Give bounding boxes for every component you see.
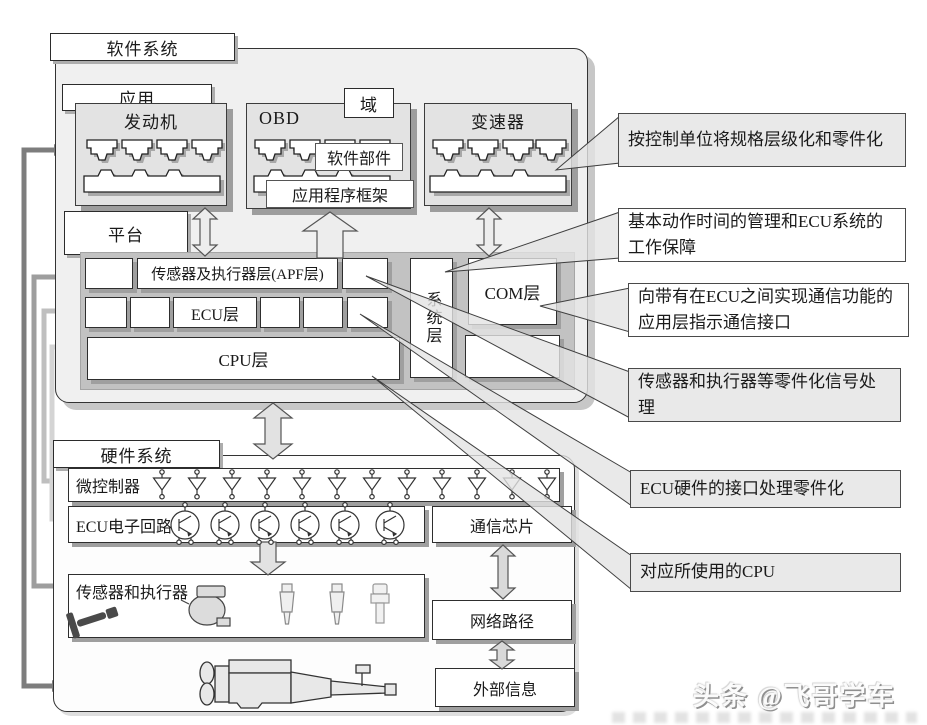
comm-chip-box: 通信芯片 (432, 506, 572, 543)
annotation-comm-interface: 向带有在ECU之间实现通信功能的应用层指示通信接口 (628, 283, 909, 337)
ecu-cell (347, 297, 388, 328)
apf-cell (85, 258, 133, 289)
sensors-actuators-label: 传感器和执行器 (76, 585, 189, 602)
annotation-spec-layering: 按控制单位将规格层级化和零件化 (618, 113, 906, 167)
hardware-system-label: 硬件系统 (53, 440, 220, 468)
annotation-ecu-hw-interface: ECU硬件的接口处理零件化 (630, 470, 901, 508)
annotation-cpu-used: 对应所使用的CPU (630, 553, 901, 592)
ecu-circuit-row: ECU电子回路 (68, 506, 425, 543)
application-framework-label: 应用程序框架 (266, 180, 414, 208)
software-component-label: 软件部件 (315, 143, 403, 171)
com-sub-box (465, 335, 560, 378)
transmission-domain-title: 变速器 (471, 113, 525, 132)
ecu-cell (130, 297, 170, 328)
annotation-signal-processing: 传感器和执行器等零件化信号处理 (628, 368, 901, 422)
transmission-domain-block: 变速器 (424, 103, 572, 206)
ecu-cell (85, 297, 127, 328)
system-layer-label: 系统层 (423, 291, 441, 345)
engine-domain-block: 发动机 (75, 103, 227, 206)
external-info-box: 外部信息 (435, 668, 575, 707)
engine-domain-title: 发动机 (124, 113, 178, 132)
watermark-text: 头条 @飞哥学车 (693, 682, 896, 711)
network-path-box: 网络路径 (432, 600, 572, 640)
domain-label: 域 (344, 88, 394, 118)
cpu-layer-label: CPU层 (87, 337, 400, 380)
system-layer-box: 系统层 (410, 258, 453, 378)
apf-layer-label: 传感器及执行器层(APF层) (137, 258, 338, 289)
sensors-actuators-row: 传感器和执行器 (68, 574, 425, 638)
microcontroller-label: 微控制器 (76, 479, 141, 496)
annotation-basic-operation: 基本动作时间的管理和ECU系统的工作保障 (618, 208, 906, 262)
obd-domain-title: OBD (259, 108, 301, 128)
ecu-cell (303, 297, 343, 328)
microcontroller-row: 微控制器 (68, 468, 560, 502)
ecu-layer-label: ECU层 (173, 297, 257, 328)
platform-label: 平台 (64, 211, 188, 255)
ecu-cell (260, 297, 300, 328)
software-system-label: 软件系统 (50, 33, 235, 61)
ecu-circuit-label: ECU电子回路 (76, 518, 173, 536)
apf-cell (342, 258, 388, 289)
faint-text-remnant (612, 712, 917, 723)
com-layer-box: COM层 (468, 258, 557, 325)
